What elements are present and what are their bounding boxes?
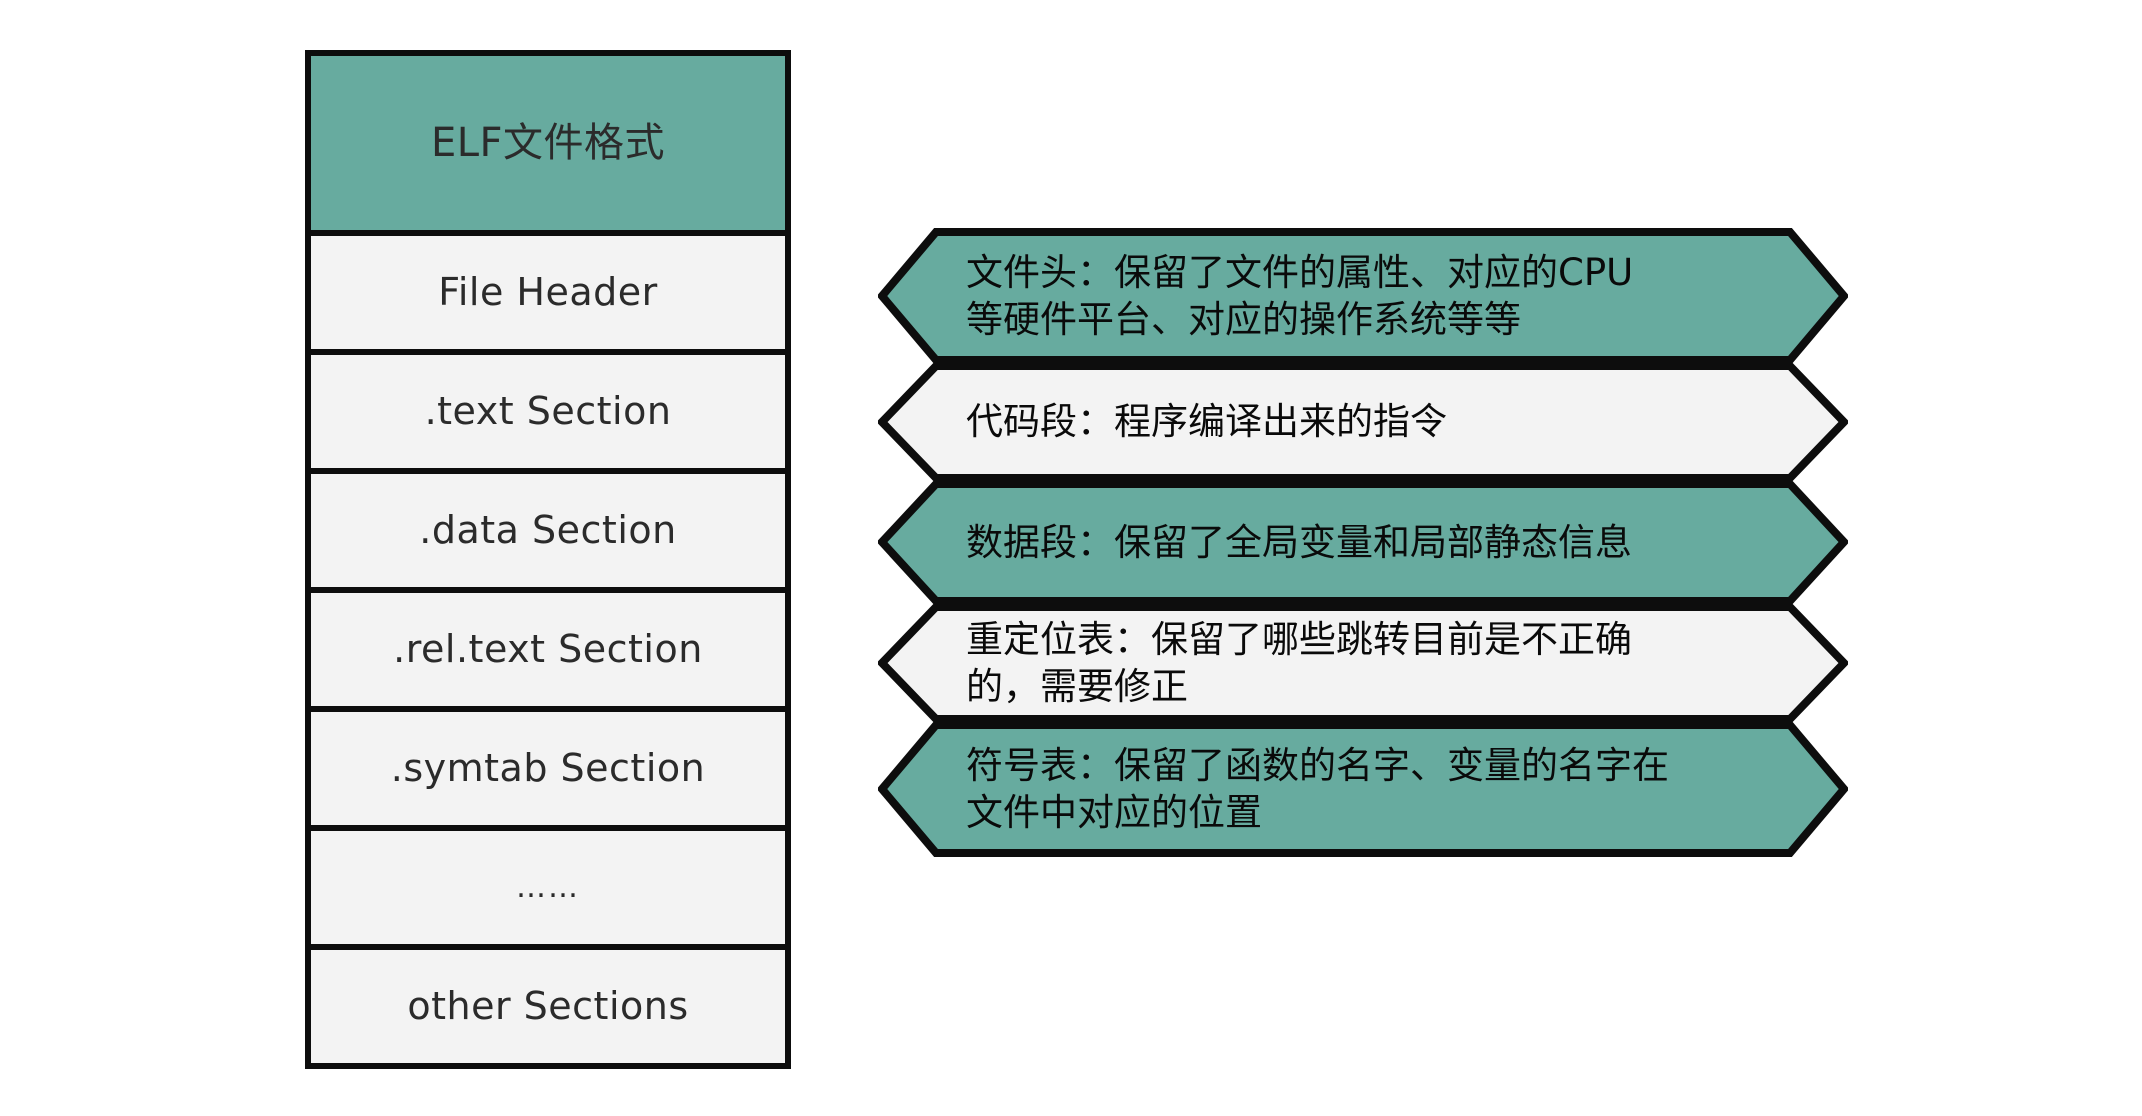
elf-section-label: File Header xyxy=(438,269,658,314)
ribbon-data-section: 数据段：保留了全局变量和局部静态信息 xyxy=(878,480,1848,605)
section-description-banners: 文件头：保留了文件的属性、对应的CPU 等硬件平台、对应的操作系统等等 代码段：… xyxy=(878,228,1848,857)
ribbon-file-header: 文件头：保留了文件的属性、对应的CPU 等硬件平台、对应的操作系统等等 xyxy=(878,228,1848,364)
ribbon-content: 符号表：保留了函数的名字、变量的名字在 文件中对应的位置 xyxy=(878,721,1848,857)
ribbon-text: 代码段：程序编译出来的指令 xyxy=(966,400,1447,444)
ribbon-symtab-section: 符号表：保留了函数的名字、变量的名字在 文件中对应的位置 xyxy=(878,721,1848,857)
ribbon-shape xyxy=(878,721,1848,857)
elf-title-label: ELF文件格式 xyxy=(430,120,666,166)
elf-ellipsis-label: …… xyxy=(516,870,580,905)
elf-section-symtab: .symtab Section xyxy=(305,706,791,831)
ribbon-shape xyxy=(878,362,1848,482)
elf-section-ellipsis: …… xyxy=(305,825,791,950)
ribbon-text: 文件头：保留了文件的属性、对应的CPU 等硬件平台、对应的操作系统等等 xyxy=(966,250,1634,341)
ribbon-content: 数据段：保留了全局变量和局部静态信息 xyxy=(878,480,1848,605)
elf-section-other: other Sections xyxy=(305,944,791,1069)
elf-section-label: other Sections xyxy=(407,983,689,1028)
elf-section-rel-text: .rel.text Section xyxy=(305,587,791,712)
ribbon-text: 数据段：保留了全局变量和局部静态信息 xyxy=(966,520,1632,564)
elf-section-data: .data Section xyxy=(305,468,791,593)
ribbon-shape xyxy=(878,228,1848,364)
ribbon-content: 文件头：保留了文件的属性、对应的CPU 等硬件平台、对应的操作系统等等 xyxy=(878,228,1848,364)
elf-section-label: .data Section xyxy=(419,507,677,552)
ribbon-content: 重定位表：保留了哪些跳转目前是不正确 的，需要修正 xyxy=(878,603,1848,723)
ribbon-shape xyxy=(878,480,1848,605)
elf-section-label: .text Section xyxy=(424,388,672,433)
ribbon-text: 重定位表：保留了哪些跳转目前是不正确 的，需要修正 xyxy=(966,617,1632,708)
ribbon-text: 符号表：保留了函数的名字、变量的名字在 文件中对应的位置 xyxy=(966,743,1669,834)
elf-file-format-column: ELF文件格式 File Header .text Section .data … xyxy=(305,50,791,1069)
elf-title-box: ELF文件格式 xyxy=(305,50,791,236)
elf-section-text: .text Section xyxy=(305,349,791,474)
elf-section-label: .symtab Section xyxy=(390,745,706,790)
elf-section-file-header: File Header xyxy=(305,230,791,355)
ribbon-text-section: 代码段：程序编译出来的指令 xyxy=(878,362,1848,482)
ribbon-rel-text-section: 重定位表：保留了哪些跳转目前是不正确 的，需要修正 xyxy=(878,603,1848,723)
ribbon-content: 代码段：程序编译出来的指令 xyxy=(878,362,1848,482)
elf-section-label: .rel.text Section xyxy=(393,626,703,671)
ribbon-shape xyxy=(878,603,1848,723)
